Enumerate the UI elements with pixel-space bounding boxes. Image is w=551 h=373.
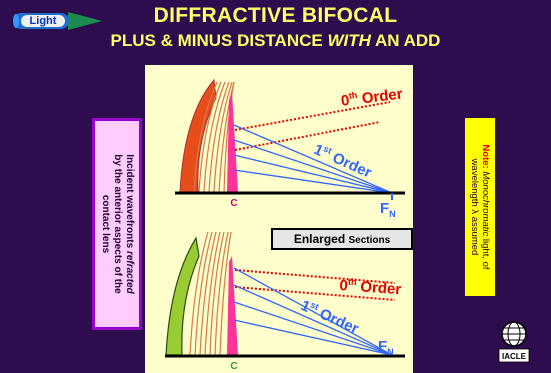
bottom-focus-label: FN [378,338,394,357]
bottom-first-order-rays [233,267,393,356]
top-c-label: C [230,198,237,209]
light-badge[interactable] [10,12,102,30]
bottom-c-label: C [230,361,237,372]
top-diffractive-surface [227,92,238,192]
top-zero-order-rays [234,101,391,151]
logo-text: IACLE [502,352,527,361]
enlarged-sections-box: Enlarged Sections [271,228,413,250]
bottom-diagram [165,231,405,358]
slide-subtitle: PLUS & MINUS DISTANCE WITH AN ADD [110,31,441,50]
iacle-logo: IACLE [498,321,530,363]
light-beam-icon [13,14,19,28]
incident-wavefronts-note: Incident wavefronts refracted by the ant… [92,118,142,330]
incident-wavefronts-text: Incident wavefronts refracted by the ant… [100,154,135,294]
top-first-order-rays [233,124,393,194]
monochromatic-note: Note: Monochromatic light, of wavelength… [465,118,495,296]
bottom-zero-order-rays [234,269,396,301]
bottom-lens [165,236,200,356]
light-badge-label[interactable]: Light [29,15,57,27]
monochromatic-note-text: Note: Monochromatic light, of wavelength… [469,144,491,270]
diagram-panel [145,65,413,373]
top-diagram [175,78,405,200]
arrow-head-icon [68,12,102,30]
bottom-wavefronts [189,231,232,356]
top-focus-label: FN [380,200,396,219]
slide-title: DIFFRACTIVE BIFOCAL [153,4,398,27]
bottom-diffractive-surface [227,256,238,355]
top-wavefronts [193,81,235,193]
